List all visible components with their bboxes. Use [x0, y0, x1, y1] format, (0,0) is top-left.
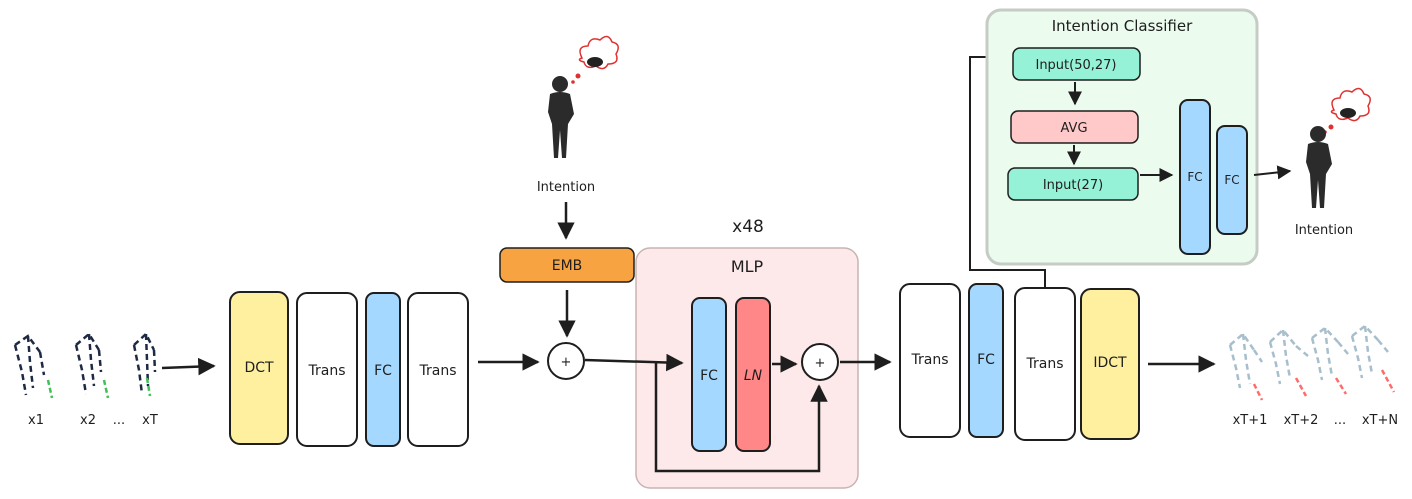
mlp-ln-label: LN [744, 368, 763, 384]
add-node-input [547, 342, 585, 380]
input-trajectory-2 [74, 332, 110, 399]
output-trajectory-3 [1310, 326, 1349, 395]
input-label-x2: x2 [80, 413, 96, 428]
output-label-2: xT+2 [1284, 413, 1319, 428]
classifier-pooled-input-block [1007, 167, 1139, 201]
mlp-fc-block [691, 297, 727, 452]
emb-label: EMB [552, 258, 583, 274]
encoder-trans-label-2: Trans [419, 363, 457, 379]
person-thinking-output-icon [1306, 87, 1371, 208]
intention-classifier-title: Intention Classifier [1052, 17, 1193, 35]
person-thinking-icon [548, 35, 619, 158]
add-node-input-label: + [561, 355, 572, 370]
decoder-fc-label: FC [977, 352, 995, 368]
dct-label: DCT [244, 360, 274, 376]
input-trajectory-1 [13, 334, 54, 399]
add-node-mlp [801, 343, 839, 381]
output-label-N: xT+N [1362, 413, 1398, 428]
classifier-pooled-input-label: Input(27) [1043, 178, 1103, 193]
classifier-fc-block-1 [1179, 99, 1211, 255]
encoder-trans-block-2 [407, 292, 469, 447]
idct-block [1080, 288, 1140, 440]
mlp-title: MLP [731, 257, 764, 276]
idct-label: IDCT [1093, 355, 1127, 371]
arrow-input-to-dct [161, 357, 216, 376]
dct-block [229, 291, 289, 445]
avg-block [1010, 110, 1139, 144]
input-label-xT: xT [142, 413, 158, 428]
mlp-ln-block [735, 297, 771, 452]
intention-input-label: Intention [537, 180, 595, 195]
encoder-fc-block [365, 292, 401, 447]
add-node-mlp-label: + [815, 356, 826, 371]
mlp-repeat-label: x48 [732, 217, 764, 237]
output-label-dots: ... [1334, 413, 1346, 428]
decoder-trans-label-2: Trans [1026, 356, 1064, 372]
encoder-fc-label: FC [374, 363, 392, 379]
output-trajectory-2 [1268, 328, 1309, 397]
decoder-trans-label-1: Trans [911, 352, 949, 368]
emb-block [499, 247, 635, 283]
mlp-fc-label: FC [700, 368, 718, 384]
arrow-classifier-to-intention [1253, 165, 1292, 180]
classifier-fc-label-2: FC [1224, 173, 1239, 187]
arrow-add-to-mlp-fc [584, 353, 684, 372]
classifier-output-label: Intention [1295, 223, 1353, 238]
output-label-1: xT+1 [1233, 413, 1268, 428]
classifier-input-label: Input(50,27) [1035, 58, 1116, 73]
input-label-x1: x1 [28, 413, 44, 428]
output-trajectory-N [1350, 324, 1396, 393]
avg-label: AVG [1060, 121, 1087, 136]
arrow-decoder-to-classifier [969, 50, 1046, 288]
decoder-fc-block [968, 283, 1004, 438]
input-trajectory-T [132, 331, 157, 397]
encoder-trans-block-1 [296, 292, 358, 447]
classifier-fc-block-2 [1216, 125, 1248, 235]
encoder-trans-label-1: Trans [308, 363, 346, 379]
mlp-residual-connection [654, 362, 828, 473]
input-label-dots: ... [113, 413, 125, 428]
output-trajectory-1 [1228, 332, 1264, 401]
decoder-trans-block-1 [899, 283, 961, 438]
classifier-fc-label-1: FC [1187, 170, 1202, 184]
classifier-input-block [1012, 47, 1141, 81]
